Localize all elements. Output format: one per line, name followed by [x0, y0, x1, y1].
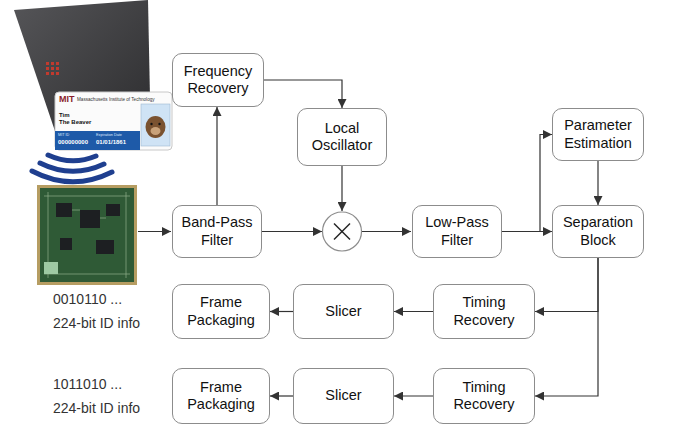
card-number: 000000000 — [58, 139, 88, 146]
card-name: Tim — [59, 112, 70, 119]
signal-arrow — [535, 258, 598, 396]
process-box: Frame Packaging — [172, 368, 270, 424]
beaver-head — [146, 116, 166, 138]
signal-arrow — [597, 161, 598, 205]
signal-wire — [341, 166, 342, 211]
reader-led — [46, 62, 59, 75]
box-label: Timing Recovery — [440, 379, 528, 414]
signal-arrow — [394, 311, 433, 312]
signal-arrow — [264, 80, 342, 108]
beaver-eye — [158, 123, 160, 125]
signal-arrow — [216, 107, 217, 205]
process-box: Band-Pass Filter — [172, 205, 262, 258]
process-box: Frame Packaging — [172, 284, 270, 339]
process-box: Separation Block — [552, 205, 644, 258]
card-field: MIT ID — [58, 133, 69, 137]
signal-arrow — [270, 395, 293, 396]
box-label: Local Oscillator — [304, 120, 380, 155]
signal-arrow — [270, 311, 293, 312]
card-field: Expiration Date — [96, 133, 122, 137]
card-text: Massachusetts Institute of Technology — [77, 97, 155, 102]
id-card — [55, 92, 172, 150]
process-box: Slicer — [293, 284, 394, 339]
process-box: Parameter Estimation — [552, 108, 644, 161]
process-box: Timing Recovery — [433, 284, 535, 339]
output-label: 224-bit ID info — [53, 316, 140, 331]
box-label: Slicer — [325, 387, 361, 404]
mixer-symbol — [323, 212, 362, 251]
pcb-chip — [56, 203, 120, 254]
output-label: 224-bit ID info — [53, 401, 140, 416]
output-bits: 1011010 ... — [53, 377, 122, 392]
signal-arrow — [502, 135, 552, 232]
card-date: 01/01/1861 — [96, 139, 126, 146]
pcb-surface — [40, 188, 134, 282]
pcb-trace — [44, 192, 130, 278]
signal-wire — [262, 231, 322, 232]
card-banner — [55, 131, 140, 150]
card-name: The Beaver — [59, 119, 91, 126]
process-box: Slicer — [293, 368, 394, 424]
card-logo: MIT — [59, 95, 75, 105]
signal-wire — [138, 231, 171, 232]
pcb-part — [44, 262, 58, 274]
card-photo — [141, 104, 170, 146]
beaver-eye — [150, 123, 152, 125]
beaver-snout — [151, 127, 161, 135]
box-label: Timing Recovery — [440, 294, 528, 329]
signal-wire — [362, 231, 411, 232]
wireless-waves — [32, 155, 112, 182]
process-box: Frequency Recovery — [172, 53, 264, 107]
output-bits: 0010110 ... — [53, 292, 122, 307]
pcb-board — [37, 185, 137, 285]
process-box: Low-Pass Filter — [412, 205, 502, 258]
box-label: Frame Packaging — [179, 379, 263, 414]
mixer-cross — [334, 224, 350, 240]
box-label: Frequency Recovery — [179, 63, 257, 98]
signal-arrow — [535, 258, 598, 312]
box-label: Parameter Estimation — [559, 117, 637, 152]
process-box: Timing Recovery — [433, 368, 535, 424]
process-box: Local Oscillator — [297, 108, 387, 166]
box-label: Frame Packaging — [179, 294, 263, 329]
box-label: Slicer — [325, 303, 361, 320]
box-label: Band-Pass Filter — [179, 214, 255, 249]
signal-arrow — [394, 395, 433, 396]
box-label: Separation Block — [559, 214, 637, 249]
box-label: Low-Pass Filter — [419, 214, 495, 249]
